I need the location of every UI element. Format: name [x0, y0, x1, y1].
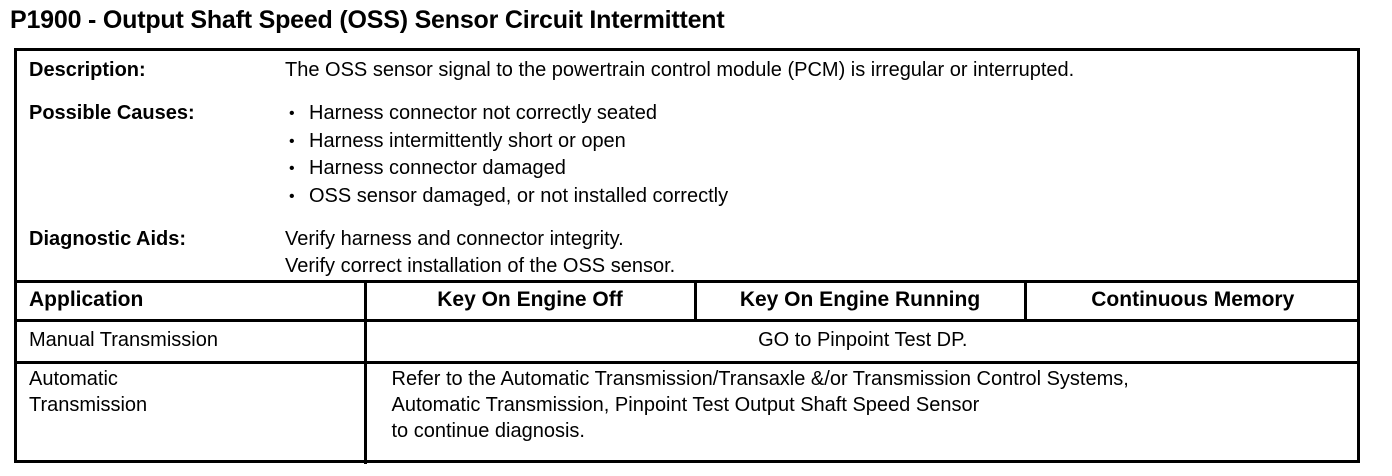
cell-action-manual: GO to Pinpoint Test DP. — [365, 320, 1359, 364]
list-item: • OSS sensor damaged, or not installed c… — [285, 183, 1357, 211]
cell-application-automatic-line1: Automatic — [29, 368, 118, 390]
possible-causes-value: • Harness connector not correctly seated… — [285, 100, 1357, 210]
application-table: Application Key On Engine Off Key On Eng… — [17, 283, 1359, 464]
possible-causes-row: Possible Causes: • Harness connector not… — [17, 100, 1357, 210]
bullet-icon: • — [289, 160, 295, 177]
possible-causes-label: Possible Causes: — [29, 102, 195, 124]
cell-action-automatic-line: to continue diagnosis. — [391, 420, 585, 442]
list-item: • Harness connector damaged — [285, 155, 1357, 183]
diagnostic-aids-line: Verify correct installation of the OSS s… — [285, 255, 676, 277]
info-block: Description: The OSS sensor signal to th… — [17, 51, 1357, 280]
description-label: Description: — [29, 59, 146, 81]
section-divider — [17, 280, 1357, 283]
table-header-row: Application Key On Engine Off Key On Eng… — [17, 283, 1359, 322]
column-header-key-on-engine-off: Key On Engine Off — [365, 283, 697, 322]
page-title: P1900 - Output Shaft Speed (OSS) Sensor … — [10, 6, 725, 34]
bullet-icon: • — [289, 132, 295, 150]
description-value: The OSS sensor signal to the powertrain … — [285, 57, 1357, 83]
description-row: Description: The OSS sensor signal to th… — [17, 57, 1357, 83]
bullet-icon: • — [289, 105, 295, 122]
diagnostic-aids-row: Diagnostic Aids: Verify harness and conn… — [17, 226, 1357, 280]
list-item: • Harness connector not correctly seated — [285, 100, 1357, 128]
list-item-label: OSS sensor damaged, or not installed cor… — [309, 184, 729, 207]
cell-application-automatic-line2: Transmission — [29, 394, 148, 416]
description-text: The OSS sensor signal to the powertrain … — [285, 59, 1075, 81]
column-header-application: Application — [17, 283, 367, 322]
table-row: Automatic Transmission Refer to the Auto… — [17, 362, 1359, 465]
column-header-continuous-memory: Continuous Memory — [1025, 283, 1359, 322]
diagnostic-aids-line: Verify harness and connector integrity. — [285, 228, 624, 250]
cell-action-automatic-line: Automatic Transmission, Pinpoint Test Ou… — [391, 394, 980, 416]
cell-application-automatic: Automatic Transmission — [17, 362, 367, 464]
table-row: Manual Transmission GO to Pinpoint Test … — [17, 320, 1359, 364]
cell-action-automatic: Refer to the Automatic Transmission/Tran… — [365, 363, 1359, 465]
diagnostic-aids-value: Verify harness and connector integrity. … — [285, 226, 1357, 280]
list-item-label: Harness connector damaged — [309, 157, 566, 179]
column-header-key-on-engine-running: Key On Engine Running — [695, 283, 1027, 322]
dtc-info-frame: Description: The OSS sensor signal to th… — [14, 48, 1360, 464]
cell-application-manual: Manual Transmission — [17, 320, 367, 364]
list-item: • Harness intermittently short or open — [285, 128, 1357, 156]
bullet-icon: • — [289, 187, 295, 205]
cell-action-automatic-line: Refer to the Automatic Transmission/Tran… — [391, 368, 1129, 390]
diagnostic-aids-label: Diagnostic Aids: — [29, 228, 187, 250]
list-item-label: Harness connector not correctly seated — [309, 102, 657, 124]
list-item-label: Harness intermittently short or open — [309, 129, 626, 152]
possible-causes-list: • Harness connector not correctly seated… — [285, 100, 1357, 210]
